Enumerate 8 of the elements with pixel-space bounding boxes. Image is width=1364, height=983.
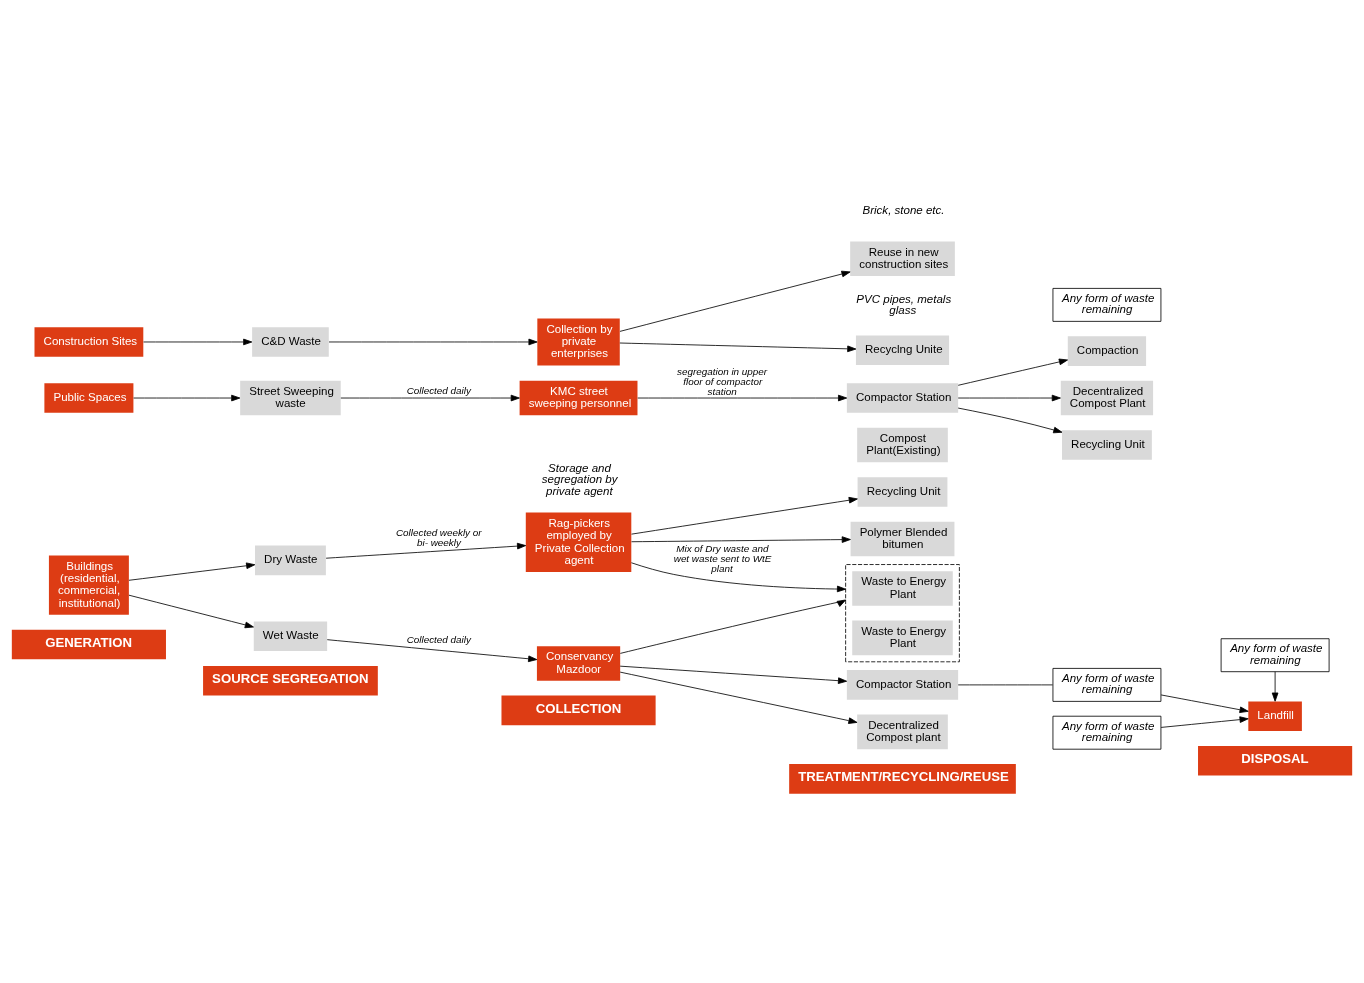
- node-label: Storage and segregation by private agent: [541, 461, 618, 497]
- edge-label: Collected daily: [406, 384, 471, 396]
- edge-label: Collected daily: [406, 633, 471, 645]
- edge-label: segregation in upper floor of compactor station: [677, 365, 768, 397]
- edge-label: Collected weekly or bi- weekly: [395, 526, 482, 548]
- node-label: Brick, stone etc.: [862, 203, 945, 216]
- node-label: PVC pipes, metals glass: [856, 292, 952, 316]
- edge-label: Mix of Dry waste and wet waste sent to WtE plant: [673, 542, 772, 574]
